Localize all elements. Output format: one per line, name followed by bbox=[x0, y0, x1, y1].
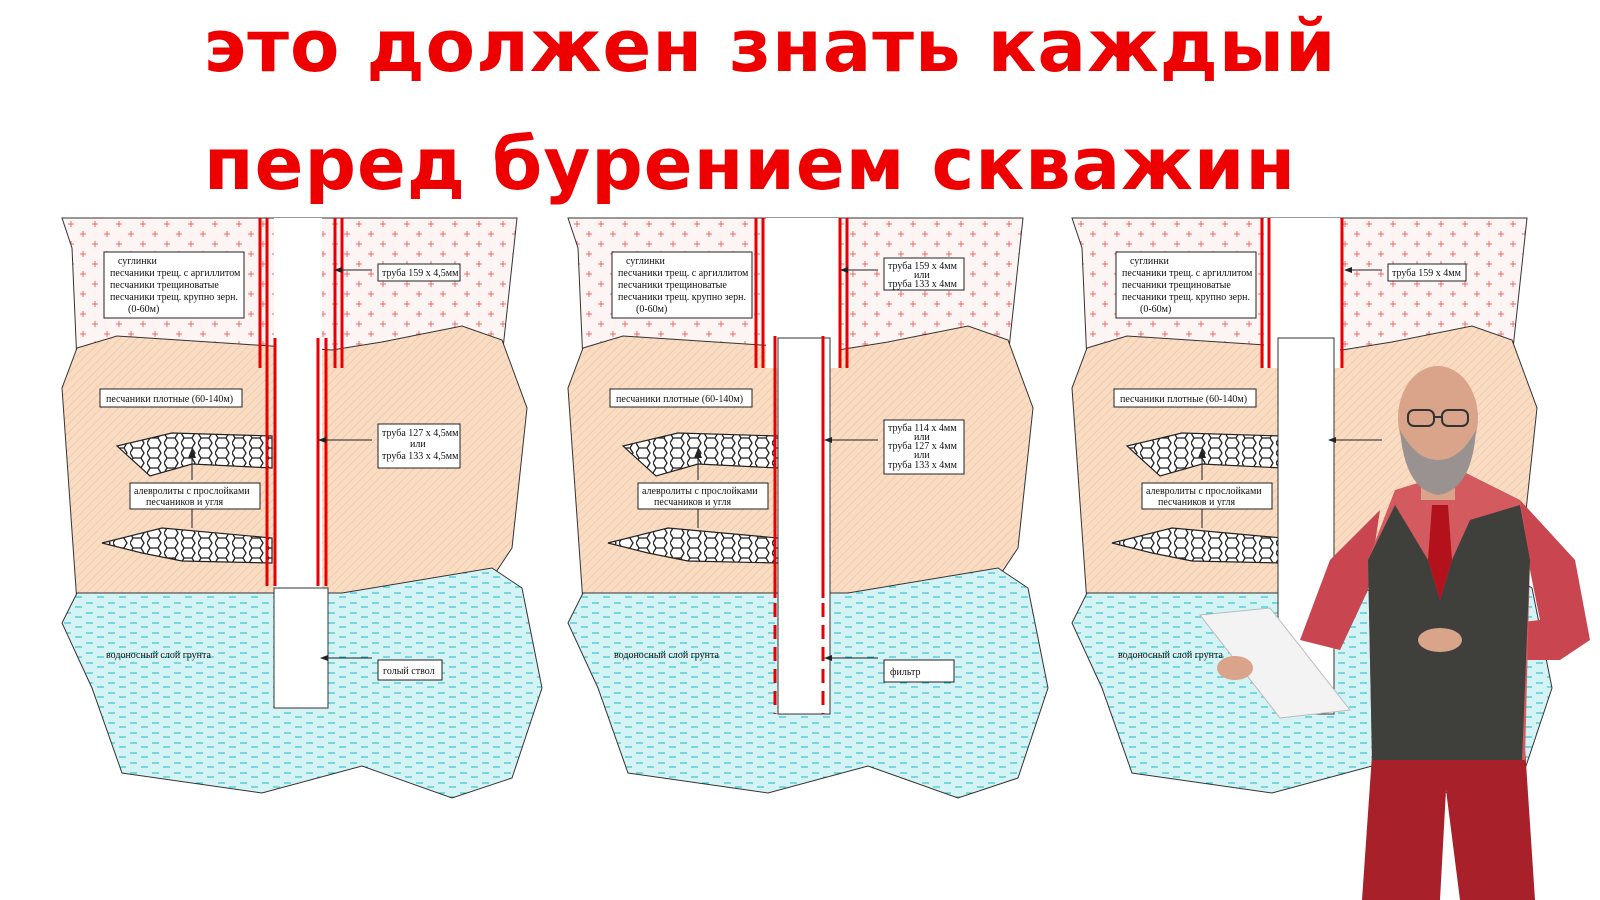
aquifer-label: водоносный слой грунта bbox=[614, 650, 720, 661]
well-1-labels: суглинки песчаники трещ. с аргиллитом пе… bbox=[99, 251, 461, 681]
top-pipe-label: труба 133 х 4мм bbox=[888, 279, 958, 290]
clay-label-line: суглинки bbox=[118, 256, 157, 267]
middle-pipe-label: труба 127 х 4,5мм bbox=[382, 428, 459, 439]
clay-label-line: суглинки bbox=[1130, 256, 1169, 267]
middle-pipe-label: труба 114 х 4мм bbox=[888, 423, 957, 434]
well-3 bbox=[1071, 217, 1553, 799]
aquifer-label: водоносный слой грунта bbox=[1118, 650, 1224, 661]
middle-pipe-label: труба 133 х 4мм bbox=[888, 460, 958, 471]
clay-label-line: песчаники трещ. с аргиллитом bbox=[1122, 268, 1253, 279]
title-line-2: перед бурением скважин bbox=[203, 122, 1297, 206]
clay-label-line: (0-60м) bbox=[128, 304, 159, 315]
clay-label-line: песчаники трещ. с аргиллитом bbox=[618, 268, 749, 279]
clay-label-line: (0-60м) bbox=[636, 304, 667, 315]
clay-label-line: песчаники трещ. крупно зерн. bbox=[1122, 292, 1250, 303]
siltstone-label-line: алевролиты с прослойками bbox=[1146, 486, 1262, 497]
bottom-label: фильтр bbox=[890, 667, 921, 678]
clay-label-line: песчаники трещиноватые bbox=[618, 280, 727, 291]
siltstone-label-line: алевролиты с прослойками bbox=[642, 486, 758, 497]
middle-pipe-label: труба 127 х 4мм bbox=[888, 441, 958, 452]
well-1 bbox=[61, 217, 543, 799]
top-pipe-label: труба 159 х 4мм bbox=[1392, 268, 1462, 279]
middle-pipe-label: или bbox=[410, 439, 426, 450]
bottom-label: голый ствол bbox=[383, 666, 435, 677]
middle-pipe-label: или bbox=[914, 432, 930, 443]
sandstone-label: песчаники плотные (60-140м) bbox=[616, 394, 743, 405]
clay-label-line: песчаники трещиноватые bbox=[1122, 280, 1231, 291]
aquifer-label: водоносный слой грунта bbox=[106, 650, 212, 661]
sandstone-label: песчаники плотные (60-140м) bbox=[106, 394, 233, 405]
well-2 bbox=[567, 217, 1049, 799]
siltstone-label-line: песчаников и угля bbox=[1158, 497, 1235, 508]
title-line-1: это должен знать каждый bbox=[203, 4, 1337, 88]
top-pipe-label: труба 159 х 4мм bbox=[888, 261, 958, 272]
sandstone-label: песчаники плотные (60-140м) bbox=[1120, 394, 1247, 405]
clay-label-line: песчаники трещиноватые bbox=[110, 280, 219, 291]
presenter-figure bbox=[1199, 366, 1590, 900]
middle-pipe-label: труба 133 х 4,5мм bbox=[382, 451, 459, 462]
top-pipe-label: или bbox=[914, 270, 930, 281]
clay-label-line: песчаники трещ. с аргиллитом bbox=[110, 268, 241, 279]
well-3-labels: суглинки песчаники трещ. с аргиллитом пе… bbox=[1113, 251, 1467, 661]
clay-label-line: (0-60м) bbox=[1140, 304, 1171, 315]
siltstone-label-line: алевролиты с прослойками bbox=[134, 486, 250, 497]
clay-label-line: песчаники трещ. крупно зерн. bbox=[618, 292, 746, 303]
middle-pipe-label: или bbox=[914, 450, 930, 461]
top-pipe-label: труба 159 х 4,5мм bbox=[382, 268, 459, 279]
clay-label-line: песчаники трещ. крупно зерн. bbox=[110, 292, 238, 303]
clay-label-line: суглинки bbox=[626, 256, 665, 267]
siltstone-label-line: песчаников и угля bbox=[654, 497, 731, 508]
siltstone-label-line: песчаников и угля bbox=[146, 497, 223, 508]
well-2-labels: суглинки песчаники трещ. с аргиллитом пе… bbox=[609, 251, 965, 683]
